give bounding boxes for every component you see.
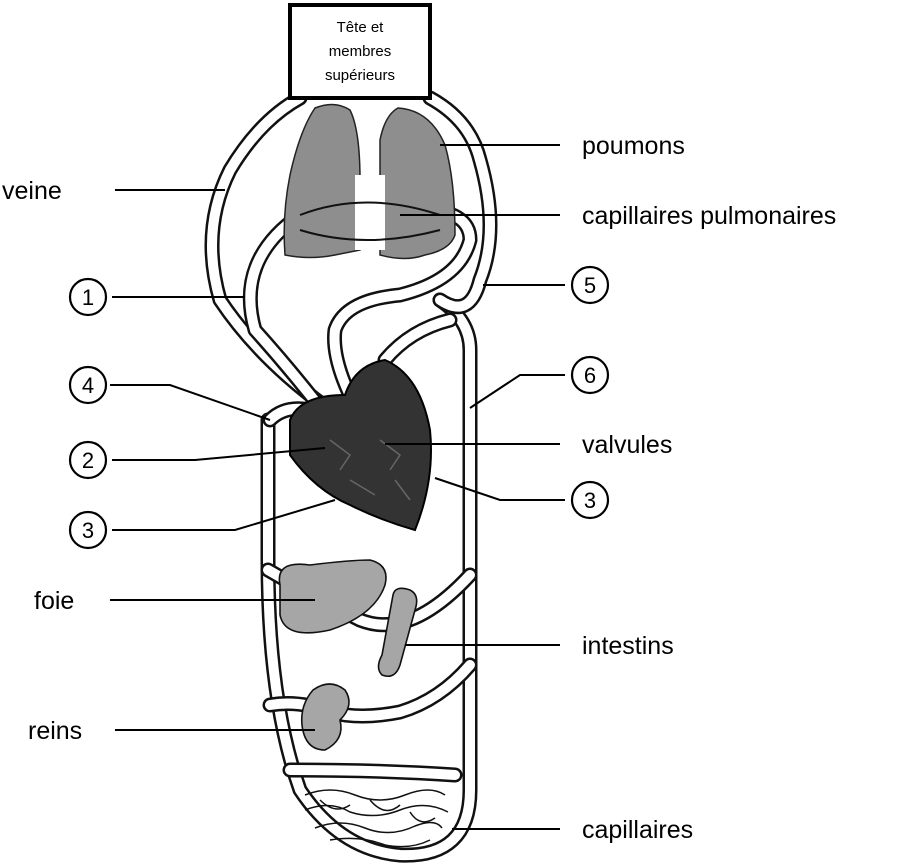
lungs	[284, 104, 455, 258]
number-marker-3-right: 3	[572, 482, 608, 518]
label-valvules: valvules	[582, 431, 672, 459]
svg-text:3: 3	[584, 488, 596, 513]
head-limbs-box: Tête et membres supérieurs	[290, 5, 430, 98]
box-line-1: Tête et	[337, 19, 385, 36]
svg-text:4: 4	[82, 373, 94, 398]
number-marker-2: 2	[70, 442, 106, 478]
box-line-3: supérieurs	[325, 67, 395, 84]
intestines	[379, 588, 417, 676]
label-foie: foie	[34, 587, 74, 615]
kidney	[302, 684, 349, 750]
number-marker-3-left: 3	[70, 512, 106, 548]
label-poumons: poumons	[582, 132, 685, 160]
svg-text:5: 5	[584, 273, 596, 298]
number-marker-1: 1	[70, 279, 106, 315]
svg-text:3: 3	[82, 518, 94, 543]
label-veine: veine	[2, 177, 62, 205]
label-reins: reins	[28, 717, 82, 745]
label-capillaires: capillaires	[582, 816, 693, 844]
number-marker-4: 4	[70, 367, 106, 403]
label-capillaires-pulmonaires: capillaires pulmonaires	[582, 202, 836, 230]
number-marker-6: 6	[572, 357, 608, 393]
left-lung	[284, 104, 360, 257]
svg-text:6: 6	[584, 363, 596, 388]
label-intestins: intestins	[582, 632, 674, 660]
svg-text:1: 1	[82, 285, 94, 310]
svg-text:2: 2	[82, 448, 94, 473]
number-marker-5: 5	[572, 267, 608, 303]
box-line-2: membres	[329, 43, 392, 60]
